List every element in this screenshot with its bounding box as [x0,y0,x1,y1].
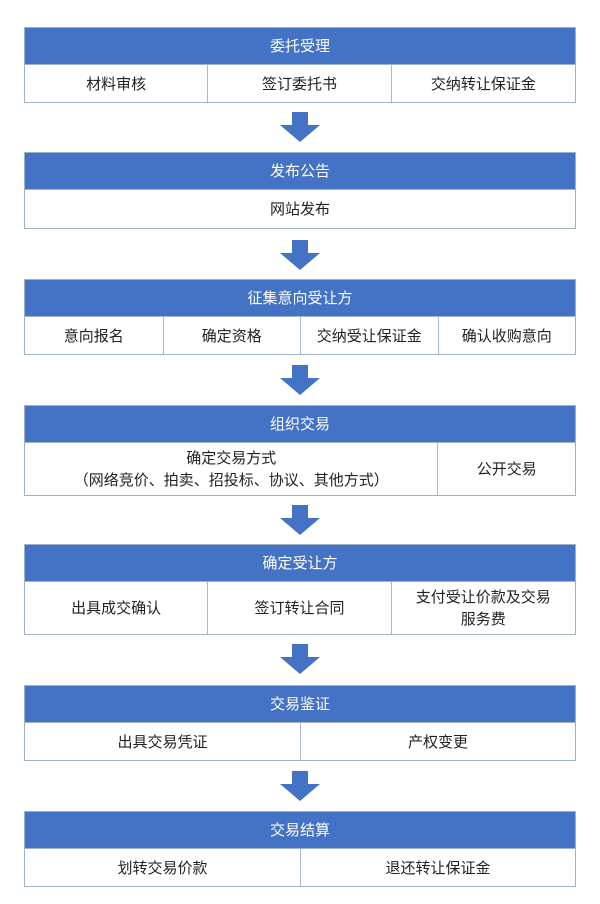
step-property-right-change: 产权变更 [300,723,575,760]
trade-method-options: （网络竞价、拍卖、招投标、协议、其他方式） [73,471,389,489]
trade-method-title: 确定交易方式 [186,449,277,467]
stage-organize-trade: 组织交易 确定交易方式 （网络竞价、拍卖、招投标、协议、其他方式） 公开交易 [24,405,576,496]
down-arrow-icon [280,505,320,535]
down-arrow-icon [280,771,320,801]
step-pay-transfer-deposit: 交纳转让保证金 [390,65,575,102]
step-confirm-qualification: 确定资格 [162,317,301,354]
down-arrow-icon [280,112,320,142]
step-public-trade: 公开交易 [437,443,575,495]
stage-title: 组织交易 [25,406,575,443]
step-trade-method: 确定交易方式 （网络竞价、拍卖、招投标、协议、其他方式） [25,443,437,495]
down-arrow-icon [280,644,320,674]
stage-determine-transferee: 确定受让方 出具成交确认 签订转让合同 支付受让价款及交易服务费 [24,544,576,635]
step-confirm-purchase-intent: 确认收购意向 [437,317,576,354]
stage-title: 征集意向受让方 [25,280,575,317]
step-transfer-trade-price: 划转交易价款 [117,858,208,877]
stage-title: 发布公告 [25,153,575,190]
stage-title: 确定受让方 [25,545,575,582]
step-sign-transfer-contract: 签订转让合同 [207,582,390,634]
stage-publish: 发布公告 网站发布 [24,152,576,229]
stage-title: 交易结算 [25,812,575,849]
step-website-publish: 网站发布 [269,200,330,218]
stage-trade-settlement: 交易结算 划转交易价款 退还转让保证金 [24,811,576,887]
step-refund-transfer-deposit: 退还转让保证金 [300,849,575,886]
down-arrow-icon [280,240,320,270]
stage-solicit-transferee: 征集意向受让方 意向报名 确定资格 交纳受让保证金 确认收购意向 [24,279,576,355]
step-sign-entrustment: 签订委托书 [207,65,390,102]
step-issue-deal-confirmation: 出具成交确认 [71,599,162,617]
down-arrow-icon [280,365,320,395]
stage-entrust: 委托受理 材料审核 签订委托书 交纳转让保证金 [24,27,576,103]
step-material-review: 材料审核 [86,74,147,93]
stage-trade-authentication: 交易鉴证 出具交易凭证 产权变更 [24,685,576,761]
step-pay-price-and-fee: 支付受让价款及交易服务费 [390,582,575,634]
step-issue-trade-certificate: 出具交易凭证 [117,732,208,751]
step-pay-transferee-deposit: 交纳受让保证金 [300,317,438,354]
step-intent-registration: 意向报名 [63,326,124,345]
stage-title: 交易鉴证 [25,686,575,723]
stage-title: 委托受理 [25,28,575,65]
